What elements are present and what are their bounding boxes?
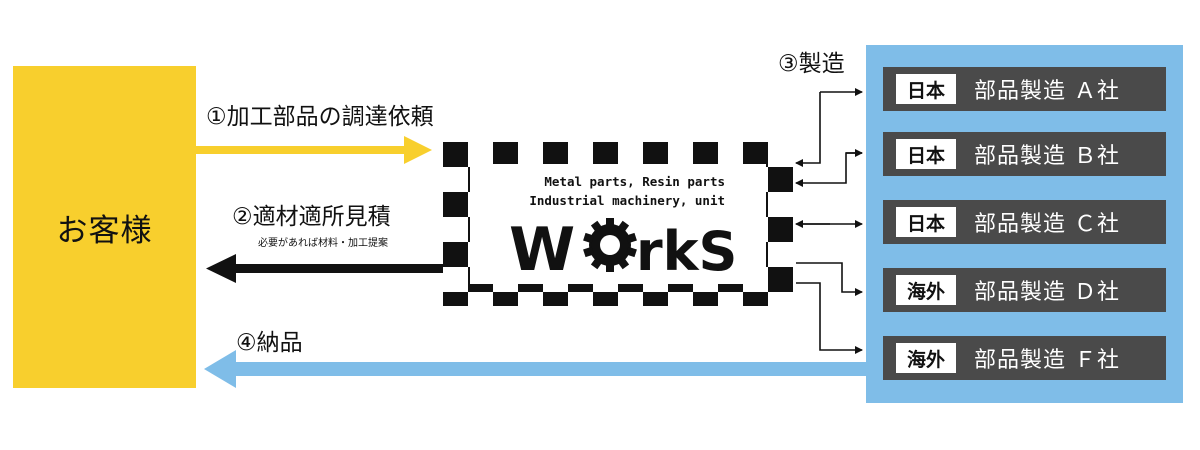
works-logo: W rkS — [509, 215, 737, 285]
customer-block: お客様 — [13, 66, 196, 388]
works-logo-box: Metal parts, Resin parts Industrial mach… — [443, 142, 793, 306]
logo-letter-w: W — [509, 215, 575, 285]
step-estimate-note: 必要があれば材料・加工提案 — [258, 238, 388, 249]
delivery-arrow — [204, 350, 866, 388]
supplier-d-region: 海外 — [896, 275, 956, 305]
supplier-a-region: 日本 — [896, 74, 956, 104]
connector-e — [796, 282, 863, 354]
step-estimate-label: ②適材適所見積 — [232, 204, 391, 230]
supplier-c-region: 日本 — [896, 207, 956, 237]
gear-icon — [583, 218, 637, 272]
works-tagline-1: Metal parts, Resin parts — [544, 174, 725, 189]
supplier-c: 日本 部品製造 Ｃ社 — [883, 200, 1166, 244]
logo-letters-rks: rkS — [636, 220, 737, 283]
connector-d — [796, 262, 863, 296]
supplier-d-name: 部品製造 Ｄ社 — [974, 280, 1120, 305]
supplier-b-region: 日本 — [896, 139, 956, 169]
supplier-b-name: 部品製造 Ｂ社 — [974, 144, 1120, 169]
step-manufacture-label: ③製造 — [778, 51, 845, 77]
request-arrow — [196, 136, 432, 164]
supplier-c-name: 部品製造 Ｃ社 — [974, 212, 1120, 237]
manufacture-connectors — [795, 88, 863, 354]
supplier-a: 日本 部品製造 Ａ社 — [883, 67, 1166, 111]
connector-a — [795, 92, 821, 167]
works-tagline-2: Industrial machinery, unit — [529, 193, 725, 208]
supplier-panel: 日本 部品製造 Ａ社 日本 部品製造 Ｂ社 日本 部品製造 Ｃ社 海外 部品製造… — [866, 45, 1183, 403]
supplier-f: 海外 部品製造 Ｆ社 — [883, 336, 1166, 380]
supplier-f-region: 海外 — [896, 343, 956, 373]
estimate-arrow — [206, 254, 443, 283]
supplier-b: 日本 部品製造 Ｂ社 — [883, 132, 1166, 176]
supplier-d: 海外 部品製造 Ｄ社 — [883, 268, 1166, 312]
step-delivery-label: ④納品 — [236, 330, 303, 356]
customer-label: お客様 — [56, 212, 153, 249]
supplier-f-name: 部品製造 Ｆ社 — [974, 348, 1120, 373]
step-request-label: ①加工部品の調達依頼 — [206, 104, 434, 130]
connector-b — [795, 152, 862, 187]
supplier-a-name: 部品製造 Ａ社 — [974, 79, 1120, 104]
